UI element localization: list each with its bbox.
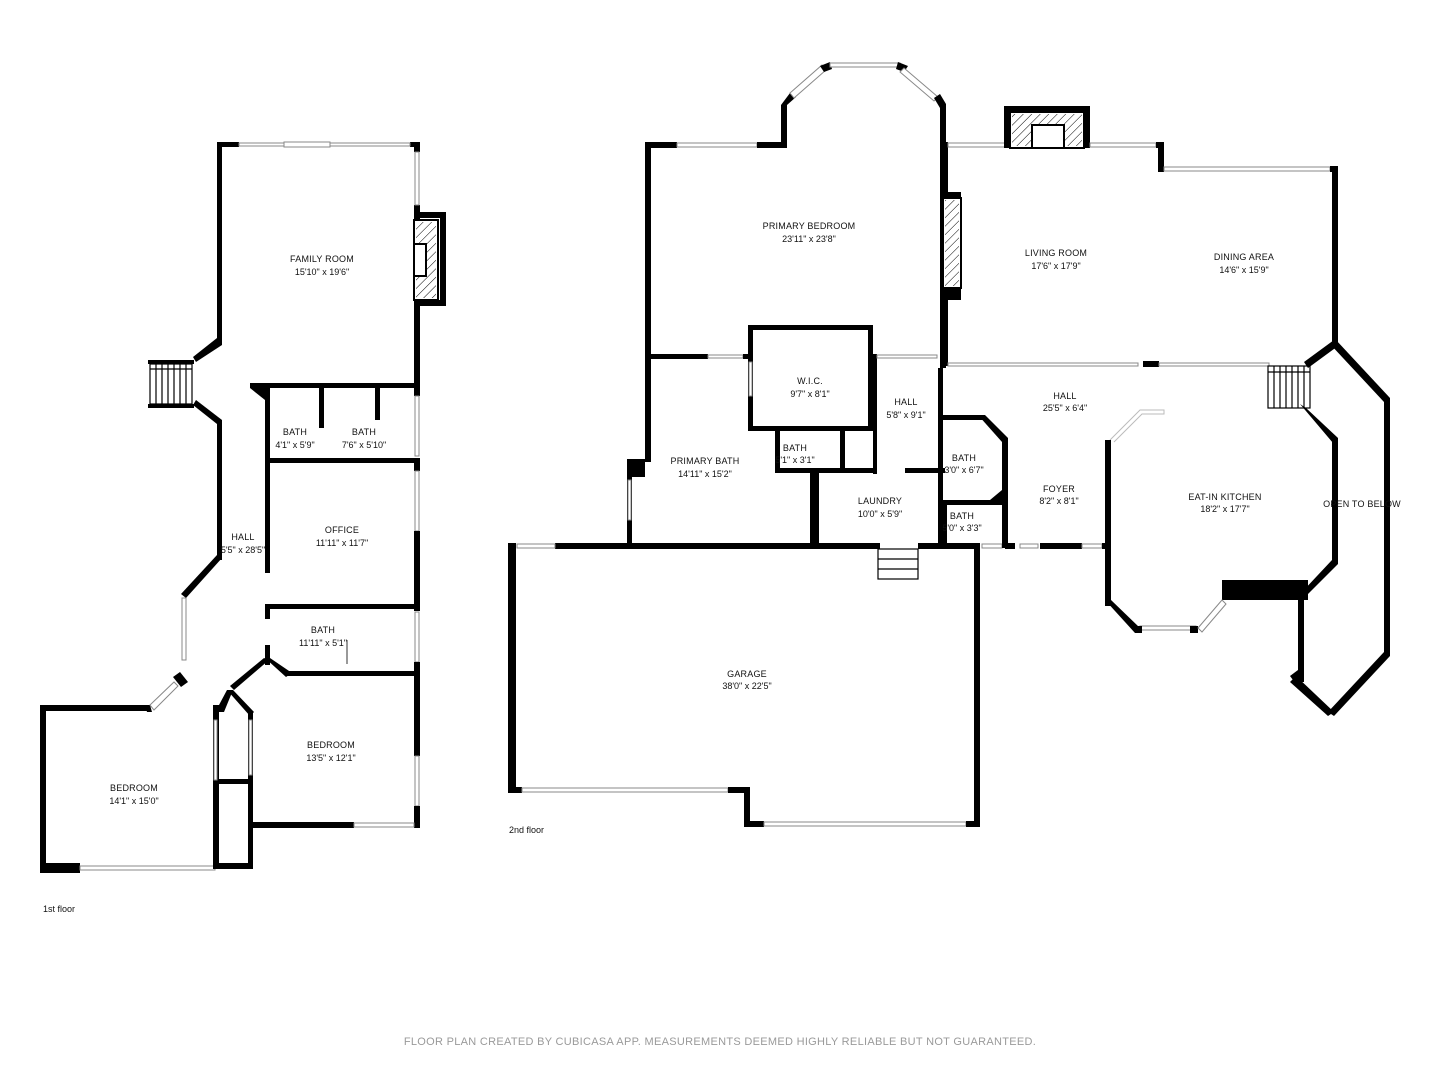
bath-d-dim: 5'1" x 3'1"	[775, 455, 814, 465]
hall-3-name: HALL	[1053, 391, 1076, 401]
room-labels: FAMILY ROOM 15'10" x 19'6" BATH 4'1" x 5…	[43, 221, 1401, 914]
bath-c-dim: 11'11" x 5'1"	[299, 638, 347, 648]
garage-name: GARAGE	[727, 669, 767, 679]
dining-area-name: DINING AREA	[1214, 252, 1274, 262]
bath-f-dim: 5'0" x 3'3"	[942, 523, 981, 533]
living-room-dim: 17'6" x 17'9"	[1031, 261, 1080, 271]
wic-name: W.I.C.	[797, 376, 823, 386]
stairs-2nd-floor	[1267, 365, 1311, 409]
foyer-name: FOYER	[1043, 484, 1075, 494]
bath-b-dim: 7'6" x 5'10"	[342, 440, 386, 450]
office-dim: 11'11" x 11'7"	[316, 538, 368, 548]
family-room-dim: 15'10" x 19'6"	[295, 267, 349, 277]
second-floor-plan	[508, 62, 1390, 827]
bedroom-a-dim: 13'5" x 12'1"	[306, 753, 355, 763]
first-floor-label: 1st floor	[43, 904, 75, 914]
primary-bath-dim: 14'11" x 15'2"	[678, 469, 732, 479]
footer-disclaimer: FLOOR PLAN CREATED BY CUBICASA APP. MEAS…	[403, 1036, 1037, 1048]
garage-dim: 38'0" x 22'5"	[722, 681, 771, 691]
second-floor-label: 2nd floor	[509, 825, 544, 835]
primary-bedroom-name: PRIMARY BEDROOM	[763, 221, 856, 231]
family-room-name: FAMILY ROOM	[290, 254, 354, 264]
hall-1-name: HALL	[231, 532, 254, 542]
bedroom-b-dim: 14'1" x 15'0"	[109, 796, 158, 806]
stairs-1st-floor	[149, 363, 193, 405]
bath-c-name: BATH	[311, 625, 335, 635]
bedroom-b-name: BEDROOM	[110, 783, 158, 793]
bath-b-name: BATH	[352, 427, 376, 437]
laundry-dim: 10'0" x 5'9"	[858, 509, 902, 519]
foyer-dim: 8'2" x 8'1"	[1039, 496, 1078, 506]
bath-a-name: BATH	[283, 427, 307, 437]
eat-in-kitchen-name: EAT-IN KITCHEN	[1188, 492, 1261, 502]
bath-e-name: BATH	[952, 453, 976, 463]
hall-2-dim: 5'8" x 9'1"	[886, 410, 925, 420]
hall-1-dim: 5'5" x 28'5"	[221, 545, 265, 555]
wic-dim: 9'7" x 8'1"	[790, 389, 829, 399]
dining-area-dim: 14'6" x 15'9"	[1219, 265, 1268, 275]
living-room-name: LIVING ROOM	[1025, 248, 1087, 258]
hall-2-name: HALL	[894, 397, 917, 407]
hall-3-dim: 25'5" x 6'4"	[1043, 403, 1087, 413]
laundry-name: LAUNDRY	[858, 496, 902, 506]
bath-d-name: BATH	[783, 443, 807, 453]
first-floor-plan	[40, 141, 446, 873]
primary-bedroom-dim: 23'11" x 23'8"	[782, 234, 836, 244]
eat-in-kitchen-dim: 18'2" x 17'7"	[1200, 504, 1249, 514]
garage-steps	[877, 548, 919, 580]
bath-f-name: BATH	[950, 511, 974, 521]
bath-a-dim: 4'1" x 5'9"	[275, 440, 314, 450]
office-name: OFFICE	[325, 525, 359, 535]
bath-e-dim: 3'0" x 6'7"	[944, 465, 983, 475]
bedroom-a-name: BEDROOM	[307, 740, 355, 750]
open-to-below-label: OPEN TO BELOW	[1323, 499, 1401, 509]
primary-bath-name: PRIMARY BATH	[671, 456, 740, 466]
